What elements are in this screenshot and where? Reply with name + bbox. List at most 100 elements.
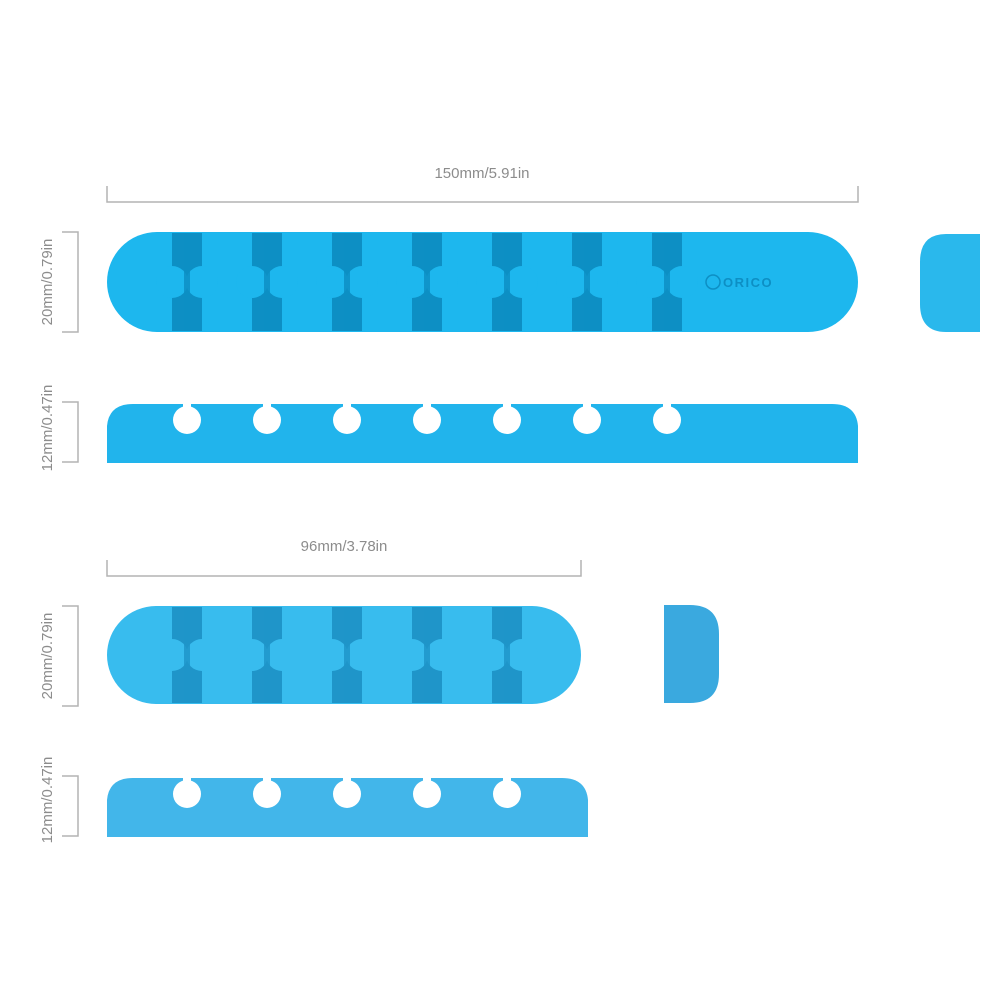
slot-gap xyxy=(424,607,430,703)
slot-lobe-right xyxy=(186,266,218,298)
slot-lobe-right xyxy=(506,639,538,671)
hole-slit xyxy=(423,777,431,785)
cable-hole xyxy=(653,403,681,434)
slot-gap xyxy=(264,233,270,331)
long-clip-top-view: ORICO xyxy=(107,232,858,332)
long-height-dimension: 20mm/0.79in xyxy=(39,231,79,333)
cable-slot xyxy=(476,607,538,703)
slot-lobe-right xyxy=(186,639,218,671)
long-height-label: 20mm/0.79in xyxy=(39,239,56,326)
hole-opening xyxy=(413,406,441,434)
long-width-label: 150mm/5.91in xyxy=(434,165,529,182)
hole-slit xyxy=(183,403,191,411)
slot-lobe-left xyxy=(156,266,188,298)
hole-slit xyxy=(503,403,511,411)
cable-hole xyxy=(253,777,281,808)
cable-slot xyxy=(556,233,618,331)
hole-opening xyxy=(333,406,361,434)
hole-slit xyxy=(663,403,671,411)
cable-hole xyxy=(413,777,441,808)
slot-lobe-right xyxy=(346,266,378,298)
slot-gap xyxy=(184,607,190,703)
hole-slit xyxy=(263,403,271,411)
hole-slit xyxy=(503,777,511,785)
short-clip-end-view xyxy=(664,605,719,703)
short-width-label: 96mm/3.78in xyxy=(301,538,388,555)
slot-gap xyxy=(424,233,430,331)
hole-slit xyxy=(583,403,591,411)
cable-hole xyxy=(493,777,521,808)
slot-lobe-left xyxy=(476,639,508,671)
hole-slit xyxy=(423,403,431,411)
cable-slot xyxy=(316,607,378,703)
slot-lobe-right xyxy=(426,266,458,298)
hole-slit xyxy=(183,777,191,785)
slot-lobe-right xyxy=(586,266,618,298)
cable-slot xyxy=(636,233,698,331)
slot-lobe-left xyxy=(236,639,268,671)
slot-lobe-right xyxy=(506,266,538,298)
slot-lobe-left xyxy=(236,266,268,298)
cable-hole xyxy=(253,403,281,434)
slot-lobe-left xyxy=(316,639,348,671)
slot-gap xyxy=(664,233,670,331)
long-side-height-dimension: 12mm/0.47in xyxy=(39,385,79,472)
slot-lobe-right xyxy=(346,639,378,671)
slot-lobe-left xyxy=(636,266,668,298)
long-clip-end-view xyxy=(920,234,980,332)
short-height-dimension: 20mm/0.79in xyxy=(39,605,79,707)
slot-lobe-left xyxy=(156,639,188,671)
cable-hole xyxy=(173,403,201,434)
brand-logo-icon xyxy=(705,274,721,290)
cable-hole xyxy=(173,777,201,808)
cable-slot xyxy=(156,607,218,703)
cable-hole xyxy=(413,403,441,434)
slot-lobe-right xyxy=(666,266,698,298)
hole-opening xyxy=(333,780,361,808)
hole-slit xyxy=(343,403,351,411)
long-width-dimension: 150mm/5.91in xyxy=(106,165,859,203)
long-side-height-label: 12mm/0.47in xyxy=(39,385,56,472)
slot-lobe-right xyxy=(426,639,458,671)
hole-opening xyxy=(493,406,521,434)
slot-gap xyxy=(184,233,190,331)
brand-name: ORICO xyxy=(723,275,773,290)
cable-hole xyxy=(333,403,361,434)
slot-lobe-left xyxy=(316,266,348,298)
cable-hole xyxy=(573,403,601,434)
hole-opening xyxy=(413,780,441,808)
hole-opening xyxy=(493,780,521,808)
slot-lobe-right xyxy=(266,266,298,298)
short-clip-top-view xyxy=(107,606,581,704)
hole-opening xyxy=(173,406,201,434)
short-clip-side-view xyxy=(107,777,588,837)
slot-lobe-left xyxy=(396,266,428,298)
hole-opening xyxy=(573,406,601,434)
brand-logo: ORICO xyxy=(705,274,773,290)
slot-lobe-left xyxy=(396,639,428,671)
hole-slit xyxy=(343,777,351,785)
cable-hole xyxy=(333,777,361,808)
cable-slot xyxy=(476,233,538,331)
cable-slot xyxy=(396,607,458,703)
long-clip-side-view xyxy=(107,403,858,463)
cable-slot xyxy=(236,607,298,703)
short-width-dimension: 96mm/3.78in xyxy=(106,538,582,577)
slot-gap xyxy=(264,607,270,703)
cable-slot xyxy=(316,233,378,331)
slot-gap xyxy=(344,233,350,331)
short-side-height-label: 12mm/0.47in xyxy=(39,757,56,844)
slot-gap xyxy=(584,233,590,331)
slot-lobe-right xyxy=(266,639,298,671)
slot-lobe-left xyxy=(556,266,588,298)
hole-slit xyxy=(263,777,271,785)
hole-opening xyxy=(173,780,201,808)
cable-hole xyxy=(493,403,521,434)
slot-gap xyxy=(504,233,510,331)
hole-opening xyxy=(253,406,281,434)
cable-slot xyxy=(236,233,298,331)
slot-gap xyxy=(344,607,350,703)
short-height-label: 20mm/0.79in xyxy=(39,613,56,700)
short-side-height-dimension: 12mm/0.47in xyxy=(39,757,79,844)
